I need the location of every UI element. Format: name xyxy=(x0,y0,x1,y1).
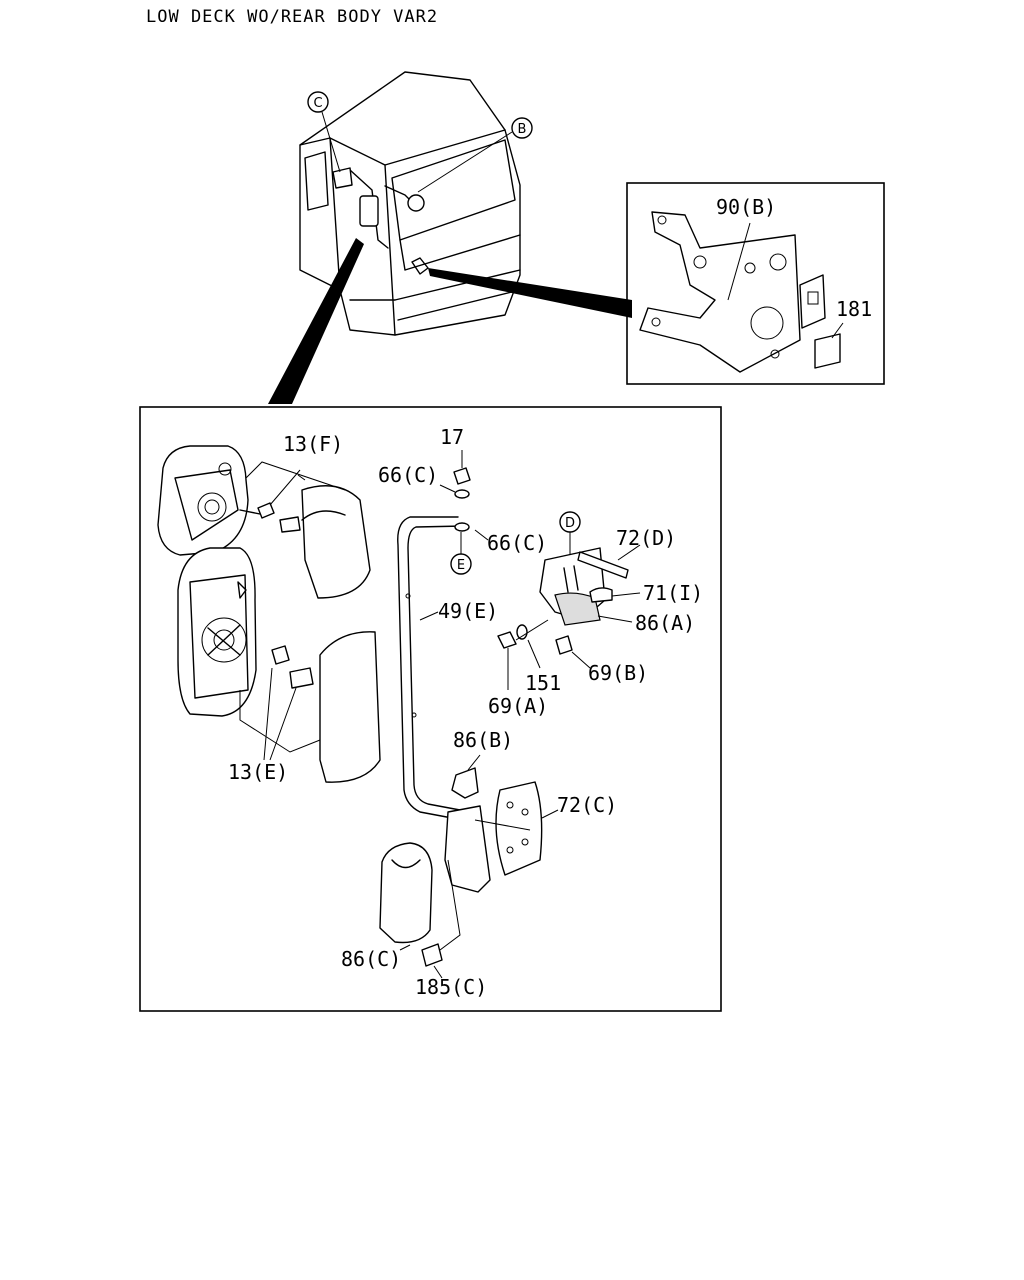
diagram-title: LOW DECK WO/REAR BODY VAR2 xyxy=(146,7,438,27)
pad-72c xyxy=(495,781,543,876)
label-17: 17 xyxy=(440,425,464,449)
lower-mirror-assembly xyxy=(177,547,257,717)
washer-66c-top xyxy=(454,489,470,499)
mirror-cover-lower xyxy=(319,631,381,783)
label-86b: 86(B) xyxy=(453,728,513,752)
screw-13e xyxy=(289,667,314,689)
mirror-stay-rod-49e xyxy=(397,516,467,831)
callout-c: C xyxy=(307,91,341,173)
label-69b: 69(B) xyxy=(588,661,648,685)
cap-86b xyxy=(451,767,479,799)
svg-text:C: C xyxy=(313,96,322,111)
detail-box-mirror xyxy=(139,406,722,1012)
label-151: 151 xyxy=(525,671,561,695)
label-66c-bottom: 66(C) xyxy=(487,531,547,555)
detail-box-b xyxy=(626,182,885,385)
washer-151 xyxy=(516,624,528,640)
clip-13f xyxy=(257,502,275,519)
label-90b: 90(B) xyxy=(716,195,776,219)
label-86a: 86(A) xyxy=(635,611,695,635)
upper-mirror-assembly xyxy=(157,445,266,556)
svg-text:D: D xyxy=(565,516,575,531)
leader-to-detail-b xyxy=(428,268,632,318)
label-72d: 72(D) xyxy=(616,526,676,550)
svg-text:E: E xyxy=(457,558,465,573)
label-66c-top: 66(C) xyxy=(378,463,438,487)
bracket-90b xyxy=(639,211,826,373)
label-86c: 86(C) xyxy=(341,947,401,971)
clip-71i xyxy=(589,587,613,603)
mount-base xyxy=(444,805,491,893)
callout-d: D xyxy=(559,511,581,575)
label-13f: 13(F) xyxy=(283,432,343,456)
screw-13f xyxy=(279,516,301,533)
mirror-cover-upper xyxy=(301,485,371,599)
cover-86c xyxy=(379,842,433,944)
washer-66c-bottom xyxy=(454,522,470,532)
label-185c: 185(C) xyxy=(415,975,487,999)
label-72c: 72(C) xyxy=(557,793,617,817)
label-71i: 71(I) xyxy=(643,581,703,605)
screw-185c xyxy=(421,943,443,967)
label-13e: 13(E) xyxy=(228,760,288,784)
nut-69b xyxy=(555,635,573,655)
label-69a: 69(A) xyxy=(488,694,548,718)
leader-to-detail-main xyxy=(268,238,364,404)
callout-e: E xyxy=(450,532,472,575)
plate-72d xyxy=(577,551,629,579)
label-49e: 49(E) xyxy=(438,599,498,623)
svg-text:B: B xyxy=(518,122,527,137)
pad-181 xyxy=(814,333,841,369)
nut-69a xyxy=(497,631,517,649)
callout-b: B xyxy=(417,117,533,193)
clip-13e xyxy=(271,645,290,665)
label-181: 181 xyxy=(836,297,872,321)
mirror-bracket-assembly xyxy=(539,547,629,626)
cap-nut-17 xyxy=(453,467,471,485)
